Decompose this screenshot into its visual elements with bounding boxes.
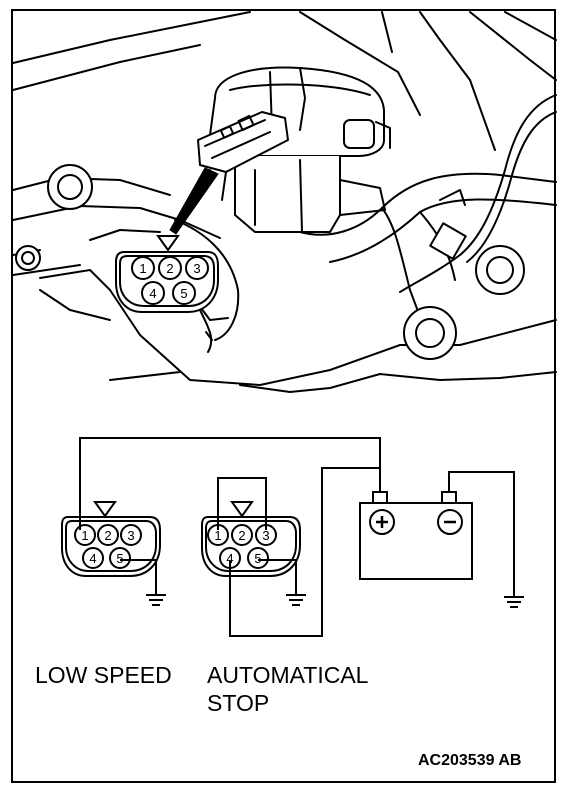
low-pin-5: 5 xyxy=(116,551,123,566)
low-pin-3: 3 xyxy=(127,528,134,543)
wiring xyxy=(79,437,515,637)
low-pin-4: 4 xyxy=(89,551,96,566)
wire-auto-pin5-ground xyxy=(258,559,297,594)
low-pin-1: 1 xyxy=(81,528,88,543)
automatical-stop-label-line1: AUTOMATICAL xyxy=(207,662,369,688)
ground-symbol-battery xyxy=(504,596,524,608)
auto-pin-3: 3 xyxy=(262,528,269,543)
top-pin-4: 4 xyxy=(149,286,156,301)
wire-jumper-pin1-pin3 xyxy=(217,477,267,530)
wire-negative-to-ground xyxy=(448,471,515,596)
leader-pointer xyxy=(169,167,219,235)
auto-stop-connector xyxy=(201,501,301,577)
wire-positive-to-low-pin1 xyxy=(79,437,381,530)
auto-pin-4: 4 xyxy=(226,551,233,566)
low-speed-connector xyxy=(61,501,161,577)
wire-positive-to-auto-pin4 xyxy=(229,467,380,637)
engine-bay-illustration xyxy=(12,11,557,393)
wire-low-pin5-ground xyxy=(120,559,157,594)
ground-symbol-auto xyxy=(286,594,306,606)
top-pin-1: 1 xyxy=(139,261,146,276)
auto-pin-5: 5 xyxy=(254,551,261,566)
top-pin-2: 2 xyxy=(166,261,173,276)
battery xyxy=(359,491,473,580)
low-pin-2: 2 xyxy=(104,528,111,543)
figure-reference: AC203539 AB xyxy=(418,752,522,769)
auto-pin-1: 1 xyxy=(214,528,221,543)
top-pin-3: 3 xyxy=(193,261,200,276)
top-pin-5: 5 xyxy=(180,286,187,301)
automatical-stop-label-line2: STOP xyxy=(207,690,270,716)
auto-pin-2: 2 xyxy=(238,528,245,543)
ground-symbol-low xyxy=(146,594,166,606)
engine-connector-face xyxy=(115,235,219,313)
low-speed-label: LOW SPEED xyxy=(35,662,172,688)
figure-frame xyxy=(11,9,556,783)
